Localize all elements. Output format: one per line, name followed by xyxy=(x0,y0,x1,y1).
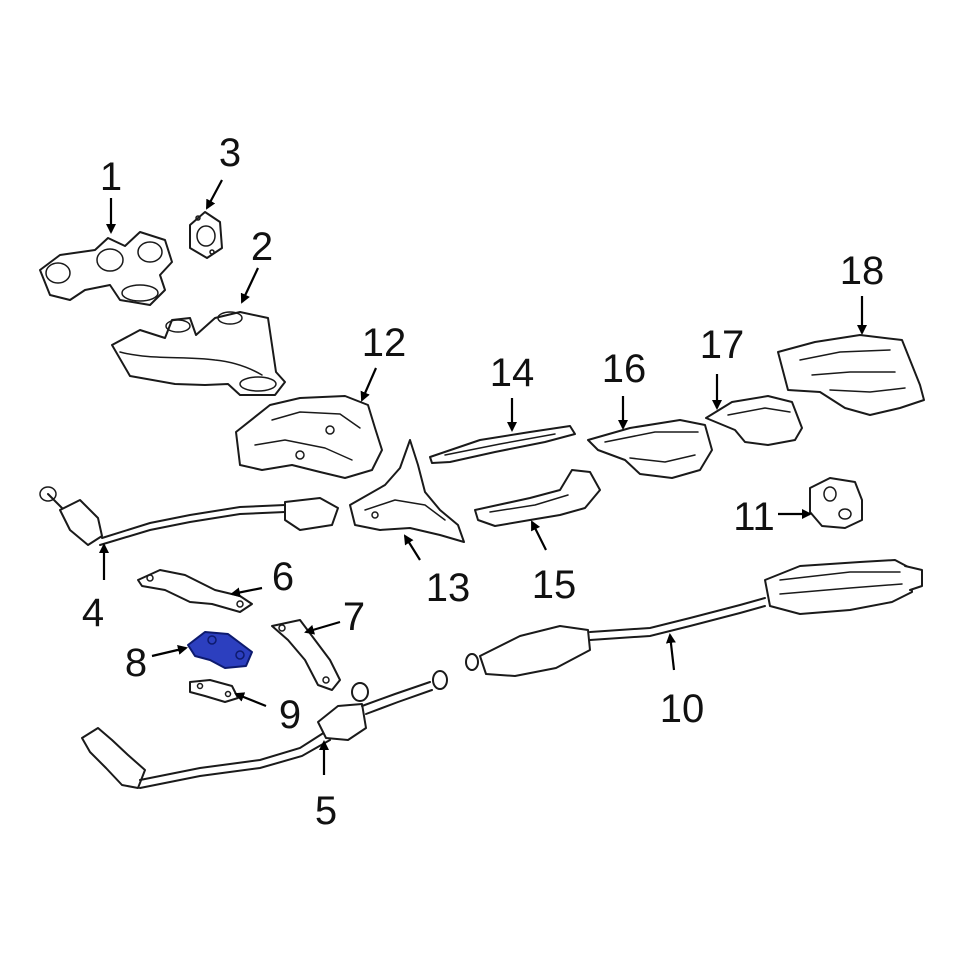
callout-18: 18 xyxy=(840,249,885,293)
part-6-bracket[interactable] xyxy=(137,569,253,613)
callout-14: 14 xyxy=(490,351,535,395)
callout-8: 8 xyxy=(125,641,147,685)
leader-lines xyxy=(99,179,867,775)
callout-12: 12 xyxy=(362,321,407,365)
part-3-gasket[interactable] xyxy=(189,211,223,259)
part-9-bracket[interactable] xyxy=(189,679,239,703)
callout-17: 17 xyxy=(700,323,745,367)
part-1-exhaust-manifold[interactable] xyxy=(39,231,173,306)
part-11-hanger[interactable] xyxy=(809,477,863,529)
part-13-heat-shield[interactable] xyxy=(349,439,465,543)
part-2-exhaust-manifold[interactable] xyxy=(111,311,286,396)
callout-3: 3 xyxy=(219,131,241,175)
part-4-front-pipe[interactable] xyxy=(39,486,339,546)
callout-10: 10 xyxy=(660,687,705,731)
callout-7: 7 xyxy=(343,595,365,639)
part-17-heat-shield[interactable] xyxy=(705,395,803,446)
callout-16: 16 xyxy=(602,347,647,391)
callout-4: 4 xyxy=(82,591,104,635)
part-10-rear-exhaust[interactable] xyxy=(465,559,923,677)
part-5-front-pipe[interactable] xyxy=(81,670,448,789)
callout-labels: 1 2 3 4 5 6 7 8 9 10 11 12 13 14 15 16 1… xyxy=(82,131,884,833)
callout-15: 15 xyxy=(532,563,577,607)
part-8-bracket-highlighted[interactable] xyxy=(187,631,253,669)
callout-6: 6 xyxy=(272,555,294,599)
part-15-heat-shield[interactable] xyxy=(474,469,601,527)
part-18-heat-shield[interactable] xyxy=(777,334,925,416)
part-7-bracket[interactable] xyxy=(271,619,341,691)
callout-9: 9 xyxy=(279,693,301,737)
callout-5: 5 xyxy=(315,789,337,833)
part-12-heat-shield[interactable] xyxy=(235,395,383,479)
part-14-heat-shield[interactable] xyxy=(429,425,576,464)
callout-13: 13 xyxy=(426,566,471,610)
callout-2: 2 xyxy=(251,225,273,269)
callout-1: 1 xyxy=(100,155,122,199)
part-16-heat-shield[interactable] xyxy=(587,419,713,479)
callout-11: 11 xyxy=(733,495,775,539)
